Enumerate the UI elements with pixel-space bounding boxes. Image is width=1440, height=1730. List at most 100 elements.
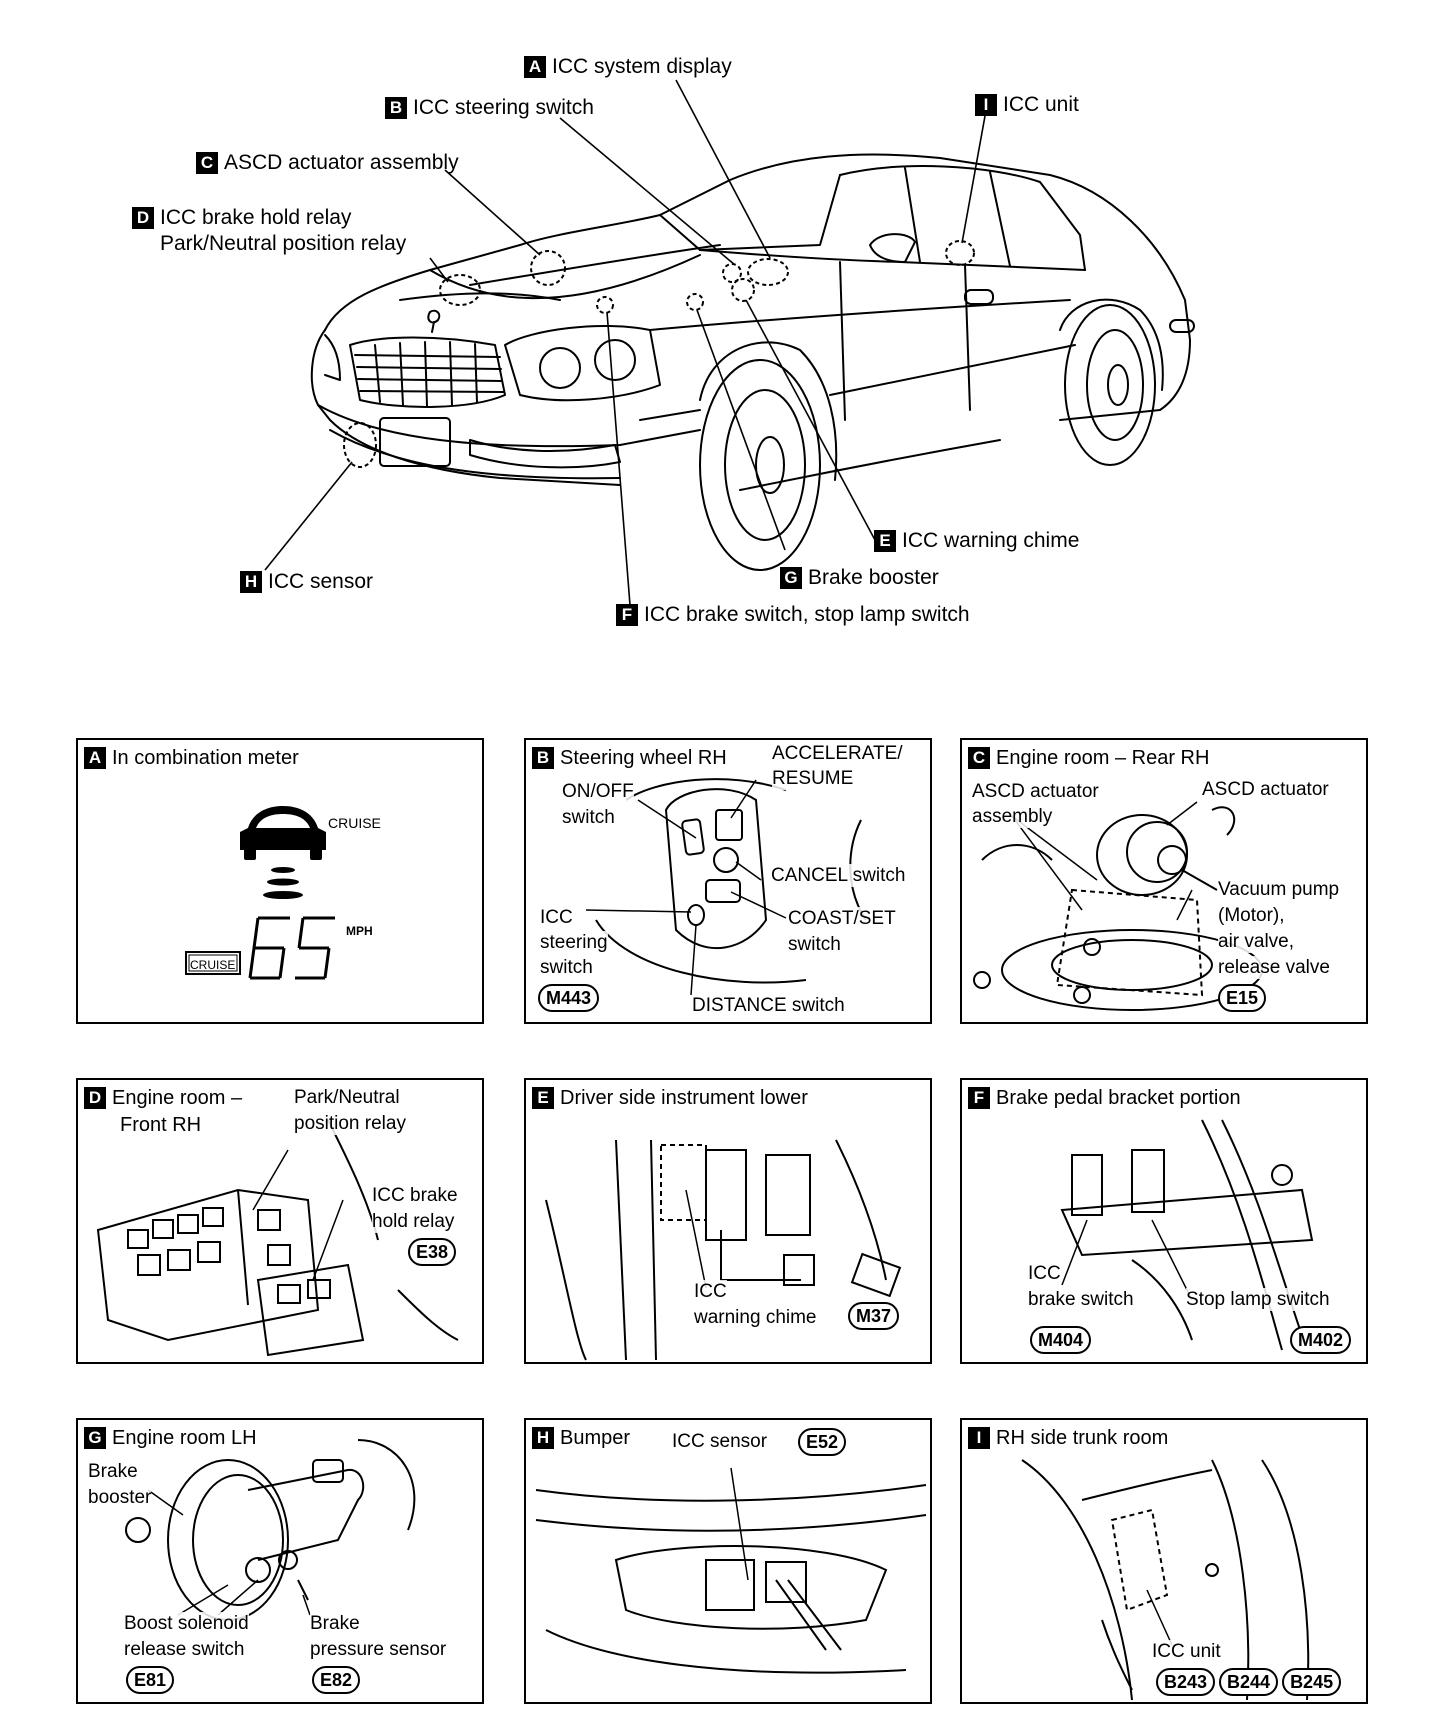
panel-letter: I (968, 1427, 990, 1449)
ascd-actuator-illustration (973, 801, 1263, 1011)
panel-title-text: Engine room – Rear RH (996, 747, 1210, 769)
panel-a-combination-meter: A In combination meter CRUISE 65 MPH CRU… (76, 738, 484, 1024)
callout-label: ASCD actuator assembly (224, 151, 459, 174)
connector-badge: M37 (848, 1302, 900, 1330)
callout-label: ICC unit (1003, 93, 1079, 116)
relay-box-illustration (96, 1119, 459, 1357)
panel-letter: C (968, 747, 990, 769)
callout-label-block: ICC brake hold relay Park/Neutral positi… (160, 205, 406, 257)
label-icc-sensor: ICC sensor (672, 1430, 768, 1453)
callout-label: Brake booster (808, 566, 939, 589)
panel-title: A In combination meter (84, 746, 303, 770)
label-onoff: ON/OFF (562, 780, 634, 803)
label-coast: COAST/SET (788, 907, 896, 930)
callout-letter: D (132, 207, 154, 229)
connector-badge: M443 (538, 984, 600, 1012)
connector-badge: E81 (126, 1666, 175, 1694)
panel-title-text: Bumper (560, 1427, 631, 1449)
label-release-switch: release switch (124, 1638, 245, 1661)
brake-booster-illustration (125, 1439, 416, 1621)
callout-label: ICC brake switch, stop lamp switch (644, 603, 970, 626)
label-ascd-actuator: ASCD actuator (1202, 778, 1329, 801)
callout-g-brake-booster: G Brake booster (780, 565, 939, 591)
label-air-valve: air valve, (1218, 930, 1295, 953)
panel-letter: D (84, 1087, 106, 1109)
callout-h-icc-sensor: H ICC sensor (240, 569, 373, 595)
panel-f-brake-pedal-bracket: F Brake pedal bracket portion ICC brake … (960, 1078, 1368, 1364)
panel-title-text: Brake pedal bracket portion (996, 1087, 1241, 1109)
callout-label: ICC sensor (268, 570, 374, 593)
connector-badge: M402 (1290, 1326, 1352, 1354)
connector-badge: M404 (1030, 1326, 1092, 1354)
connector-badge: B244 (1219, 1668, 1279, 1696)
panel-g-engine-room-lh: G Engine room LH Brake booster Boost sol… (76, 1418, 484, 1704)
car-illustration (264, 79, 1195, 606)
callout-label: ICC system display (552, 55, 732, 78)
callout-label: Park/Neutral position relay (160, 232, 407, 255)
panel-title: E Driver side instrument lower (532, 1086, 812, 1110)
label-booster: booster (88, 1486, 152, 1509)
callout-label: ICC steering switch (413, 96, 594, 119)
callout-b-icc-steering-switch: B ICC steering switch (385, 95, 594, 121)
connector-badge: E15 (1218, 984, 1267, 1012)
callout-e-icc-warning-chime: E ICC warning chime (874, 528, 1079, 554)
icc-sensor-illustration (535, 1467, 927, 1674)
brake-switch-illustration (1060, 1119, 1314, 1351)
callout-letter: C (196, 152, 218, 174)
panel-letter: F (968, 1087, 990, 1109)
panel-letter: E (532, 1087, 554, 1109)
callout-letter: A (524, 56, 546, 78)
label-icc-unit: ICC unit (1152, 1640, 1221, 1663)
panel-b-steering-wheel: B Steering wheel RH ACCELERATE/ RESUME O… (524, 738, 932, 1024)
label-brake: Brake (88, 1460, 138, 1483)
callout-label: ICC warning chime (902, 529, 1080, 552)
label-brake-pressure: Brake (310, 1612, 360, 1635)
callout-letter: E (874, 530, 896, 552)
panel-title-text: Engine room – (112, 1087, 243, 1109)
label-ascd-assembly: ASCD actuator (972, 780, 1099, 803)
meter-illustration (185, 806, 335, 980)
connector-group: B243 B244 B245 (1156, 1668, 1342, 1696)
panel-title-text: Steering wheel RH (560, 747, 727, 769)
speed-unit: MPH (346, 924, 373, 938)
label-stop-lamp-switch: Stop lamp switch (1186, 1288, 1330, 1311)
callout-f-brake-switches: F ICC brake switch, stop lamp switch (616, 602, 970, 628)
connector-badge: E38 (408, 1238, 457, 1266)
label-icc-steering: steering (540, 931, 608, 954)
callout-letter: I (975, 94, 997, 116)
panel-title: D Engine room – (84, 1086, 247, 1110)
label-park-neutral: Park/Neutral (294, 1086, 400, 1109)
panel-letter: A (84, 747, 106, 769)
panel-d-engine-room-front-rh: D Engine room – Front RH Park/Neutral po… (76, 1078, 484, 1364)
callout-letter: B (385, 97, 407, 119)
label-coast-switch: switch (788, 933, 841, 956)
label-resume: RESUME (772, 767, 854, 790)
label-icc: ICC (694, 1280, 727, 1303)
panel-title-text: In combination meter (112, 747, 299, 769)
cruise-indicator-label: CRUISE (190, 958, 236, 972)
label-motor: (Motor), (1218, 904, 1285, 927)
label-icc-brake: ICC brake (372, 1184, 458, 1207)
connector-badge: E52 (798, 1428, 847, 1456)
panel-letter: H (532, 1427, 554, 1449)
callout-label: ICC brake hold relay (160, 206, 352, 229)
panel-title-text: RH side trunk room (996, 1427, 1169, 1449)
panel-e-driver-side-instrument-lower: E Driver side instrument lower ICC warni… (524, 1078, 932, 1364)
label-boost-solenoid: Boost solenoid (124, 1612, 249, 1635)
panel-title: F Brake pedal bracket portion (968, 1086, 1245, 1110)
label-icc: ICC (1028, 1262, 1061, 1285)
label-warning-chime: warning chime (694, 1306, 817, 1329)
panel-title: H Bumper (532, 1426, 635, 1450)
panel-h-bumper: H Bumper ICC sensor E52 (524, 1418, 932, 1704)
panel-title: B Steering wheel RH (532, 746, 731, 770)
callout-letter: F (616, 604, 638, 626)
label-icc: ICC (540, 906, 573, 929)
label-accelerate: ACCELERATE/ (772, 742, 903, 765)
label-hold-relay: hold relay (372, 1210, 455, 1233)
label-position-relay: position relay (294, 1112, 406, 1135)
callout-letter: H (240, 571, 262, 593)
steering-switch-illustration (585, 778, 867, 996)
panel-title-line-2: Front RH (120, 1114, 202, 1137)
label-brake-switch: brake switch (1028, 1288, 1134, 1311)
panel-title-text: Engine room LH (112, 1427, 257, 1449)
